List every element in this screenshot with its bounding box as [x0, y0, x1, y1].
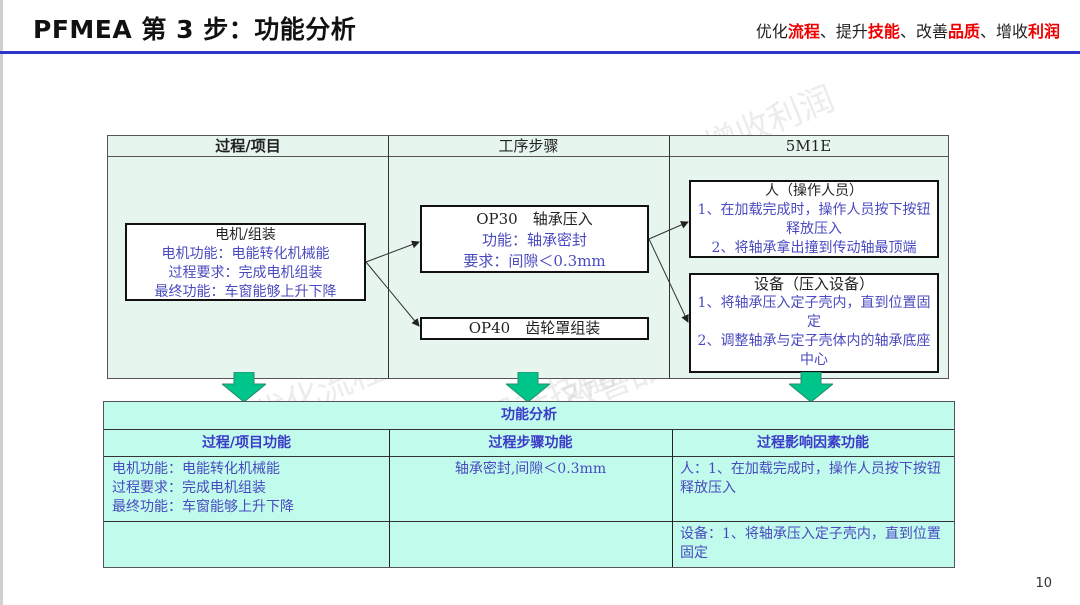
- slogan: 优化流程、提升技能、改善品质、增收利润: [756, 18, 1060, 42]
- header-process-step-function: 过程步骤功能: [488, 435, 573, 451]
- slogan-part: 、增收: [979, 22, 1028, 41]
- page-number: 10: [1035, 576, 1052, 591]
- down-arrow-icon: [222, 372, 266, 402]
- column-divider: [389, 430, 390, 567]
- cell-line: 最终功能：车窗能够上升下降: [112, 499, 294, 515]
- page-title: PFMEA 第 3 步：功能分析: [33, 15, 357, 44]
- box-title: OP40 齿轮罩组装: [468, 319, 601, 337]
- table-title-row: 功能分析: [104, 402, 954, 430]
- structure-flow-panel: 过程/项目 工序步骤 5M1E 电机/组装 电机功能：电能转化机械能 过程要求：…: [107, 135, 949, 379]
- header-process-factor-function: 过程影响因素功能: [757, 435, 869, 451]
- arrow-item-to-op30: [365, 240, 420, 263]
- slogan-part: 优化: [755, 22, 788, 41]
- column-divider: [672, 430, 673, 567]
- slogan-part: 、提升: [819, 22, 868, 41]
- man-factor-box: 人（操作人员） 1、在加载完成时，操作人员按下按钮释放压入 2、将轴承拿出撞到传…: [689, 180, 939, 258]
- op30-box: OP30 轴承压入 功能：轴承密封 要求：间隙＜0.3mm: [420, 205, 649, 273]
- process-item-box: 电机/组装 电机功能：电能转化机械能 过程要求：完成电机组装 最终功能：车窗能够…: [125, 223, 366, 301]
- op40-box: OP40 齿轮罩组装: [420, 317, 649, 340]
- down-arrow-icon: [506, 372, 550, 402]
- table-header-row: 过程/项目功能 过程步骤功能 过程影响因素功能: [104, 430, 954, 457]
- column-header-5m1e: 5M1E: [669, 136, 948, 157]
- cell-line: 电机功能：电能转化机械能: [112, 461, 280, 477]
- box-line: 2、将轴承拿出撞到传动轴最顶端: [711, 240, 917, 256]
- cell-line: 过程要求：完成电机组装: [112, 480, 266, 496]
- arrow-item-to-op40: [365, 261, 420, 327]
- box-line: 1、在加载完成时，操作人员按下按钮释放压入: [697, 202, 931, 237]
- machine-factor-box: 设备（压入设备） 1、将轴承压入定子壳内，直到位置固定 2、调整轴承与定子壳体内…: [689, 273, 939, 373]
- box-line: 功能：轴承密封: [481, 231, 587, 249]
- box-line: 要求：间隙＜0.3mm: [463, 252, 606, 270]
- function-analysis-table: 功能分析 过程/项目功能 过程步骤功能 过程影响因素功能 电机功能：电能转化机械…: [103, 401, 955, 568]
- arrow-op30-to-machine: [648, 238, 689, 323]
- column-divider: [669, 136, 670, 378]
- connector-arrows: [365, 221, 689, 327]
- table-row: 电机功能：电能转化机械能 过程要求：完成电机组装 最终功能：车窗能够上升下降 轴…: [104, 457, 954, 522]
- column-divider: [388, 136, 389, 378]
- slogan-highlight: 流程: [787, 22, 820, 41]
- slogan-highlight: 品质: [947, 22, 980, 41]
- header-process-item-function: 过程/项目功能: [201, 435, 292, 451]
- arrow-op30-to-man: [648, 221, 689, 240]
- cell-factor-function: 人：1、在加载完成时，操作人员按下按钮释放压入: [680, 461, 941, 496]
- box-line: 1、将轴承压入定子壳内，直到位置固定: [697, 295, 931, 330]
- slogan-highlight: 利润: [1027, 22, 1060, 41]
- box-line: 2、调整轴承与定子壳体内的轴承底座中心: [697, 333, 931, 368]
- slogan-part: 、改善: [899, 22, 948, 41]
- slide-left-edge: [0, 0, 3, 605]
- slogan-highlight: 技能: [867, 22, 900, 41]
- column-header-process-item: 过程/项目: [108, 136, 388, 157]
- box-title: 人（操作人员）: [765, 183, 863, 199]
- column-header-process-step: 工序步骤: [388, 136, 669, 157]
- box-title: 设备（压入设备）: [753, 275, 874, 293]
- box-title: 电机/组装: [215, 227, 276, 243]
- box-title: OP30 轴承压入: [476, 210, 593, 228]
- cell-step-function: 轴承密封,间隙＜0.3mm: [454, 461, 607, 477]
- cell-factor-function: 设备：1、将轴承压入定子壳内，直到位置固定: [680, 526, 941, 561]
- box-line: 最终功能：车窗能够上升下降: [154, 284, 337, 300]
- box-line: 电机功能：电能转化机械能: [161, 246, 330, 262]
- cell-item-function: [104, 522, 389, 567]
- box-line: 过程要求：完成电机组装: [168, 265, 323, 281]
- table-title: 功能分析: [501, 407, 557, 423]
- table-row: 设备：1、将轴承压入定子壳内，直到位置固定: [104, 522, 954, 567]
- down-arrow-icon: [789, 372, 833, 402]
- cell-item-function: 电机功能：电能转化机械能 过程要求：完成电机组装 最终功能：车窗能够上升下降: [104, 457, 389, 521]
- title-divider: [0, 51, 1080, 54]
- cell-step-function: [389, 522, 672, 567]
